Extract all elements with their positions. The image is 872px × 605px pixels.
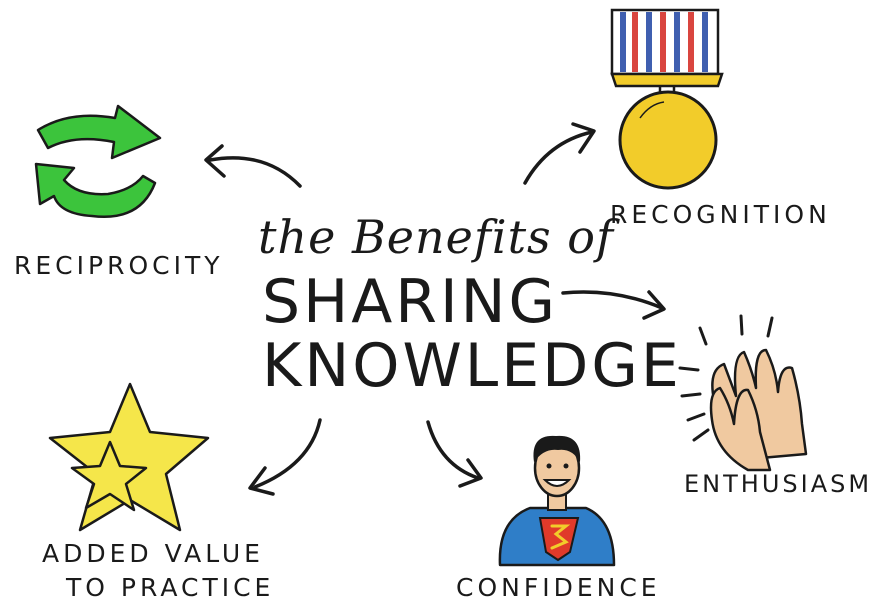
label-added-value-line-2: TO PRACTICE (66, 573, 275, 602)
label-confidence: CONFIDENCE (456, 573, 661, 602)
title-line-1: the Benefits of (258, 210, 615, 264)
arrow-to-reciprocity (208, 156, 302, 188)
stars-icon (48, 382, 210, 532)
arrow-to-confidence (426, 420, 480, 480)
clapping-hands-icon (678, 314, 808, 472)
arrow-to-added-value (253, 418, 322, 489)
recycle-arrows-icon (34, 104, 162, 218)
label-recognition: RECOGNITION (610, 200, 831, 229)
label-enthusiasm: ENTHUSIASM (684, 470, 872, 498)
medal-icon (610, 8, 724, 190)
arrow-to-recognition (523, 130, 594, 185)
label-added-value-line-1: ADDED VALUE (42, 539, 264, 568)
arrowhead-reciprocity (204, 144, 226, 178)
title-line-3: KNOWLEDGE (262, 331, 682, 401)
title-line-2: SHARING (262, 267, 559, 337)
arrowhead-confidence (458, 458, 483, 488)
superhero-icon (498, 435, 616, 567)
label-reciprocity: RECIPROCITY (14, 251, 224, 280)
arrowhead-recognition (571, 122, 596, 154)
arrow-to-enthusiasm (561, 290, 664, 310)
arrowhead-added-value (248, 466, 275, 496)
arrowhead-enthusiasm (642, 290, 666, 320)
